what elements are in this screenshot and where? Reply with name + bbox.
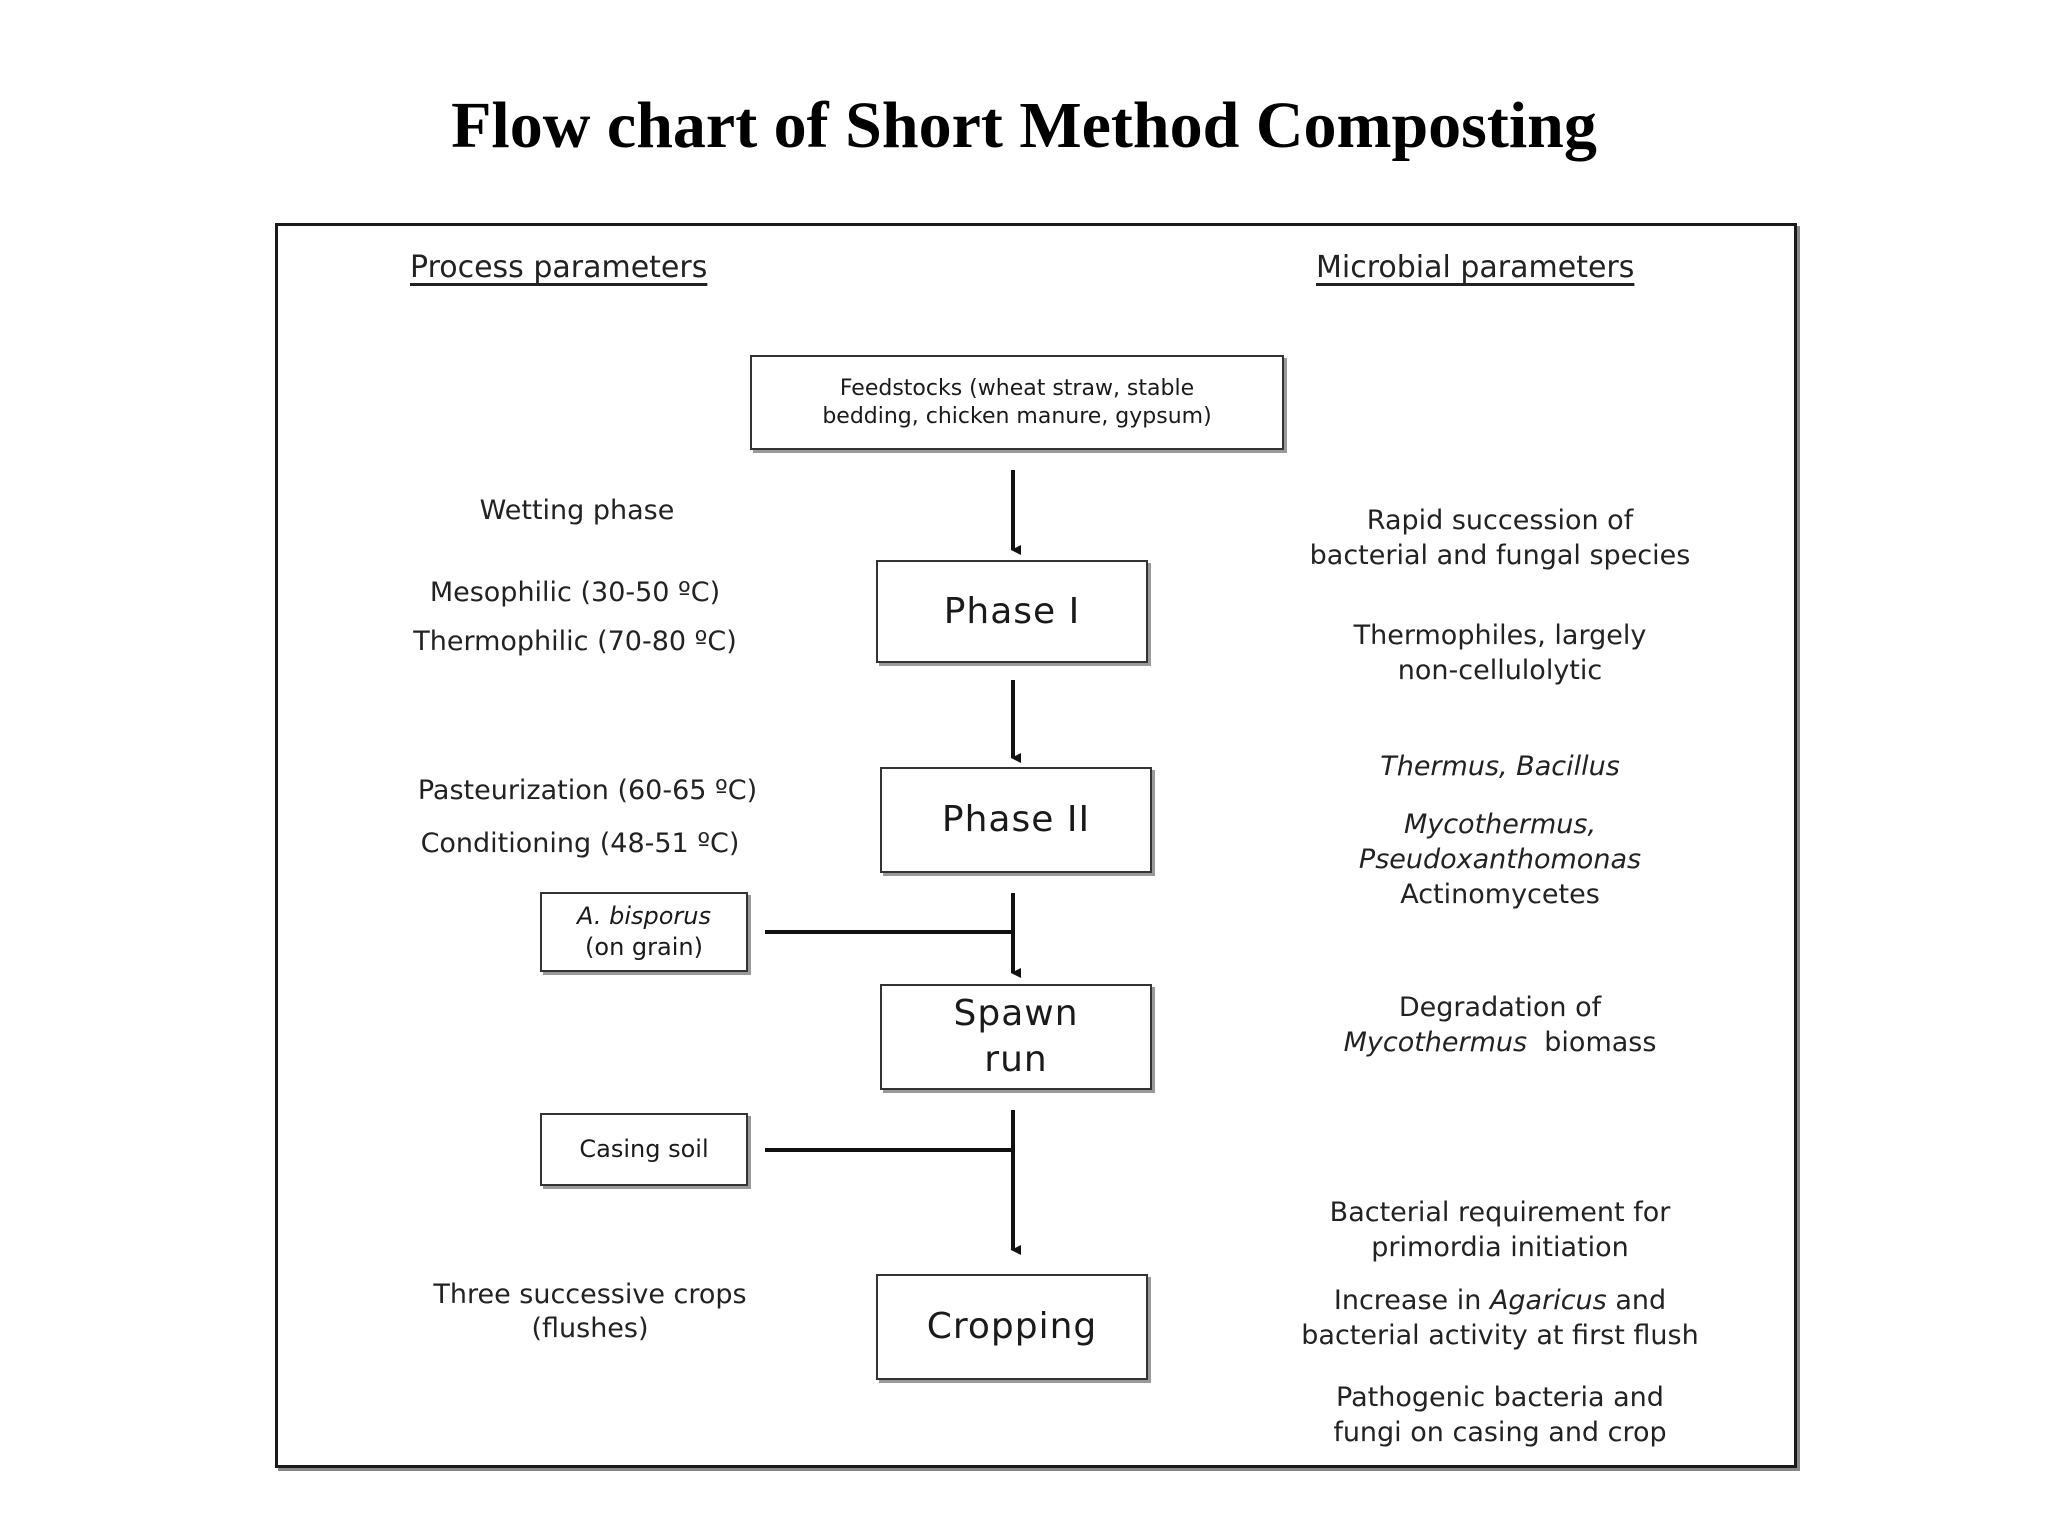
- bisporus-line-2: (on grain): [585, 933, 703, 961]
- phase-1-label: Phase I: [943, 590, 1081, 632]
- degradation-line-1: Degradation of: [1398, 992, 1602, 1023]
- feedstocks-box: Feedstocks (wheat straw, stable bedding,…: [750, 355, 1284, 450]
- feedstocks-line-1: Feedstocks (wheat straw, stable: [839, 375, 1195, 401]
- diagram-title: Flow chart of Short Method Composting: [451, 89, 1597, 162]
- increase-line-2: bacterial activity at first flush: [1301, 1320, 1699, 1351]
- increase-italic: Agaricus: [1489, 1285, 1607, 1316]
- crops-text-line-1: Three successive crops: [433, 1279, 747, 1310]
- bacterial-requirement-line-1: Bacterial requirement for: [1329, 1197, 1671, 1228]
- mycothermus-line-1: Mycothermus,: [1403, 809, 1597, 840]
- increase-line-1: Increase in Agaricus and: [1230, 1283, 1770, 1318]
- spawn-run-line-2: run: [984, 1039, 1048, 1080]
- wetting-phase-text: Wetting phase: [479, 495, 675, 526]
- thermophiles-line-1: Thermophiles, largely: [1353, 620, 1647, 651]
- pathogenic-line-1: Pathogenic bacteria and: [1336, 1382, 1664, 1413]
- conditioning-text: Conditioning (48-51 ºC): [420, 828, 740, 859]
- phase-2-box: Phase II: [880, 767, 1152, 873]
- casing-soil-label: Casing soil: [579, 1135, 709, 1163]
- pasteurization-text: Pasteurization (60-65 ºC): [417, 775, 758, 806]
- cropping-label: Cropping: [926, 1306, 1098, 1347]
- bisporus-line-1: A. bisporus: [576, 902, 712, 930]
- feedstocks-line-2: bedding, chicken manure, gypsum): [822, 403, 1212, 429]
- thermus-bacillus-text: Thermus, Bacillus: [1380, 751, 1620, 782]
- thermophilic-text: Thermophilic (70-80 ºC): [413, 626, 737, 657]
- increase-prefix: Increase in: [1333, 1285, 1482, 1316]
- pathogenic-line-2: fungi on casing and crop: [1333, 1417, 1667, 1448]
- process-parameters-header: Process parameters: [410, 250, 708, 285]
- bacterial-requirement-line-2: primordia initiation: [1371, 1232, 1629, 1263]
- diagram-frame: [275, 223, 1797, 1468]
- mycothermus-line-2: Pseudoxanthomonas: [1358, 844, 1642, 875]
- crops-text-line-2: (flushes): [531, 1313, 649, 1344]
- phase-2-label: Phase II: [941, 799, 1091, 840]
- rapid-succession-line-2: bacterial and fungal species: [1309, 540, 1691, 571]
- degradation-line-2: Mycothermus biomass: [1250, 1025, 1750, 1060]
- spawn-run-box: Spawn run: [880, 984, 1152, 1090]
- degradation-rest: biomass: [1544, 1027, 1657, 1058]
- thermophiles-line-2: non-cellulolytic: [1397, 655, 1603, 686]
- microbial-parameters-header: Microbial parameters: [1316, 250, 1635, 285]
- mesophilic-text: Mesophilic (30-50 ºC): [429, 577, 721, 608]
- bisporus-box: A. bisporus (on grain): [540, 892, 748, 972]
- actinomycetes-text: Actinomycetes: [1400, 879, 1600, 910]
- increase-suffix: and: [1615, 1285, 1667, 1316]
- casing-soil-box: Casing soil: [540, 1113, 748, 1186]
- phase-1-box: Phase I: [876, 560, 1148, 663]
- cropping-box: Cropping: [876, 1274, 1148, 1380]
- rapid-succession-line-1: Rapid succession of: [1366, 505, 1634, 536]
- spawn-run-line-1: Spawn: [953, 993, 1079, 1034]
- degradation-italic: Mycothermus: [1343, 1027, 1528, 1058]
